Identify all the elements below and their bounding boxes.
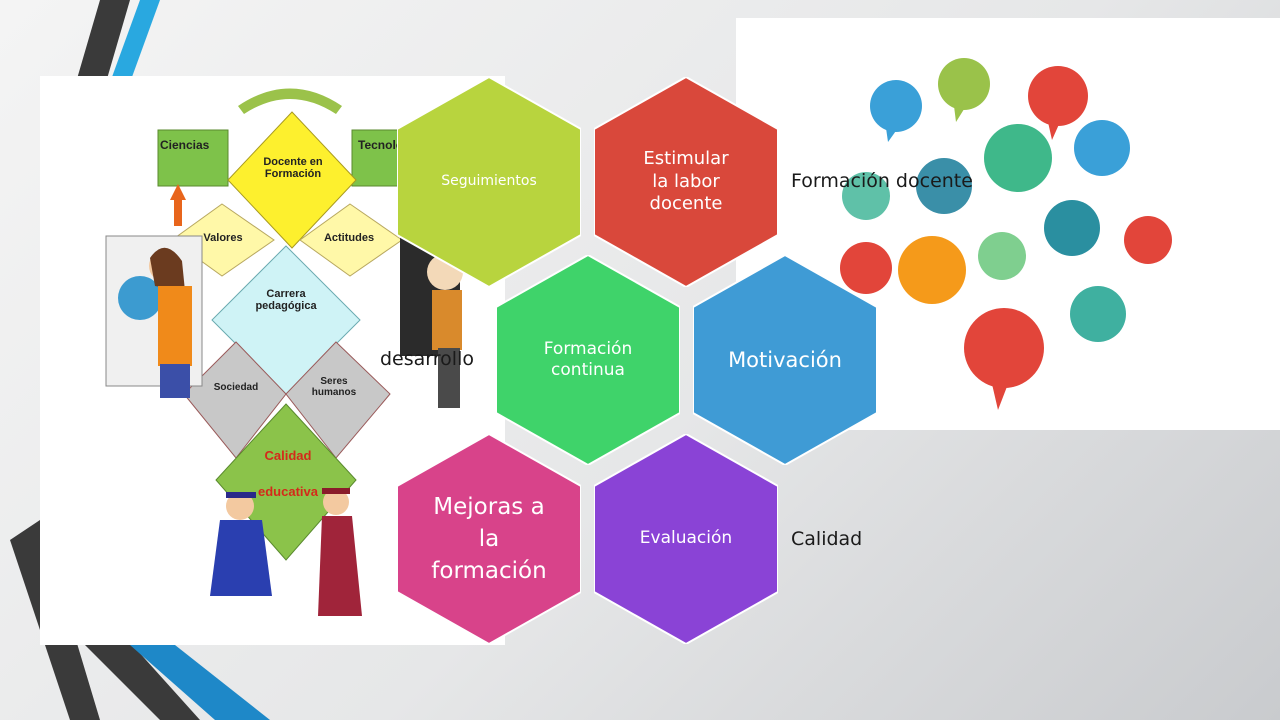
bubble-icon-lightbulb-orange: [898, 236, 966, 304]
label-desarrollo: desarrollo: [380, 348, 474, 370]
diagram-label-tecnologia: Tecnolo: [358, 138, 404, 152]
diagram-shapes: [105, 88, 463, 616]
hexagon-label: Mejoras a la formación: [431, 493, 547, 585]
bubble-icon-book-teal: [842, 172, 890, 220]
diagram-label-carrera: Carrera pedagógica: [255, 288, 317, 312]
icon-cluster: [840, 58, 1172, 410]
bubble-icon-flask-teal: [1070, 286, 1126, 342]
hexagon-label: Evaluación: [639, 528, 733, 549]
education-diagram-image: Ciencias Tecnolo Docente en Formación Va…: [40, 76, 505, 645]
bubble-icon-magnifier-green: [938, 58, 990, 122]
bubble-icon-triangle-teal: [916, 158, 972, 214]
bubble-icon-palette-red: [1124, 216, 1172, 264]
bubble-icon-earth-teal: [1044, 200, 1100, 256]
diagram-label-calidad-1: Calidad: [264, 448, 312, 463]
diagram-label-sociedad: Sociedad: [213, 382, 259, 393]
label-formacion-docente: Formación docente: [791, 170, 973, 192]
hexagon-seguimientos: Seguimientos: [397, 77, 581, 287]
bubble-icon-mortarboard-red: [964, 308, 1044, 410]
hexagon-estimular: Estimular la labor docente: [594, 77, 778, 287]
diagram-label-seres: Seres humanos: [311, 376, 357, 398]
diagram-label-docente: Docente en Formación: [263, 156, 323, 180]
hexagon-mejoras: Mejoras a la formación: [397, 434, 581, 644]
hexagon-label: Formación continua: [543, 338, 633, 380]
bubble-icon-flask-blue: [870, 80, 922, 142]
bubble-icon-compass-blue: [1074, 120, 1130, 176]
hexagon-formacion-continua: Formación continua: [496, 255, 680, 465]
diagram-label-ciencias: Ciencias: [160, 138, 210, 152]
hexagon-motivacion: Motivación: [693, 255, 877, 465]
bubble-icon-pencil-red: [1028, 66, 1088, 140]
hexagon-label: Motivación: [728, 347, 842, 372]
bubble-icon-globe-green: [978, 232, 1026, 280]
hexagon-label: Estimular la labor docente: [643, 148, 729, 215]
diagram-label-valores: Valores: [203, 232, 243, 244]
hexagon-evaluacion: Evaluación: [594, 434, 778, 644]
bubble-icon-atom-green: [984, 124, 1052, 192]
diagram-label-actitudes: Actitudes: [323, 232, 375, 244]
diagram-label-calidad-2: educativa: [258, 484, 318, 499]
label-calidad: Calidad: [791, 528, 863, 550]
bubble-icon-book-red: [840, 242, 892, 294]
hexagon-label: Seguimientos: [441, 173, 537, 190]
